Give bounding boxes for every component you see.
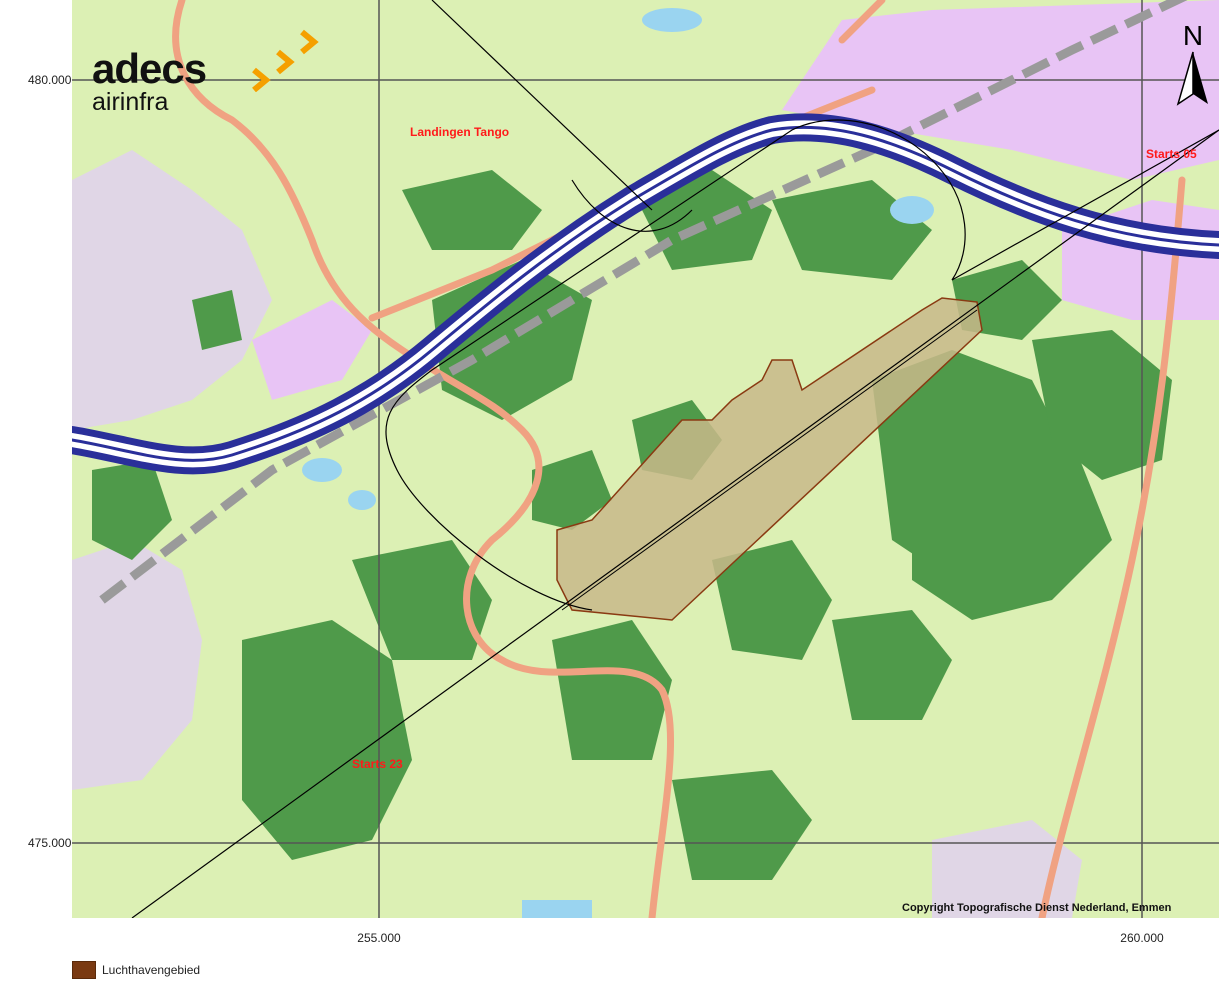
flight-paths	[131, 0, 1219, 918]
x-label-260000: 260.000	[1120, 931, 1164, 945]
adecs-airinfra-logo: adecs airinfra	[92, 29, 319, 116]
label-starts-05: Starts 05	[1146, 147, 1197, 161]
runway-axis	[561, 309, 978, 611]
railway	[99, 0, 1188, 604]
north-arrow: N	[1176, 22, 1210, 111]
topographic-map	[72, 0, 1219, 918]
water-bodies	[302, 8, 934, 918]
logo-word: adecs	[92, 45, 207, 92]
x-label-255000: 255.000	[357, 931, 401, 945]
y-label-480000: 480.000	[28, 73, 72, 87]
label-starts-23: Starts 23	[352, 757, 403, 771]
copyright-notice: Copyright Topografische Dienst Nederland…	[902, 902, 1172, 914]
logo-sub: airinfra	[92, 88, 169, 116]
chevrons-icon	[252, 29, 319, 92]
label-landingen-tango: Landingen Tango	[410, 125, 510, 139]
legend-swatch-airport	[72, 961, 96, 979]
legend-label: Luchthavengebied	[102, 963, 201, 977]
north-arrow-icon	[1176, 51, 1208, 106]
y-label-475000: 475.000	[28, 836, 72, 850]
legend: Luchthavengebied	[72, 961, 200, 979]
map-view[interactable]: adecs airinfra N Landingen Tango Starts …	[72, 0, 1219, 918]
motorway	[72, 113, 1219, 475]
north-letter: N	[1182, 20, 1204, 51]
